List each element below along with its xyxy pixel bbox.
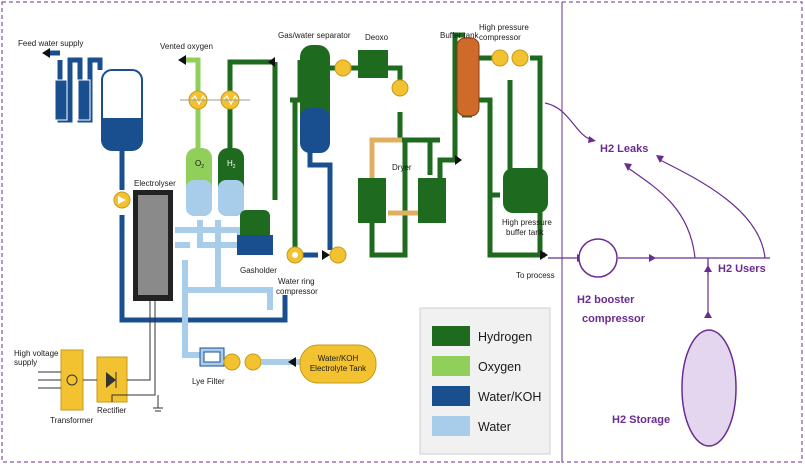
high-pressure-compressor-icon: [491, 49, 529, 67]
water-pipes: [175, 220, 273, 358]
oxygen-separator: [186, 148, 212, 216]
h2-booster-label-1: H2 booster: [577, 294, 635, 306]
o2-label: O2: [195, 159, 204, 170]
deoxo-unit: [358, 50, 388, 78]
lye-filter: [199, 347, 225, 367]
h2-users-label: H2 Users: [718, 263, 766, 275]
water-ring-compressor-icon: [286, 246, 304, 264]
h2-booster-compressor-icon: [578, 238, 618, 278]
lye-pump-icon: [223, 353, 262, 371]
legend-swatch-hydrogen: [432, 326, 470, 346]
deoxo-cooler-icon: [391, 79, 409, 97]
h2-label: H2: [227, 159, 236, 170]
gasholder-label: Gasholder: [240, 266, 277, 275]
h2-storage-vessel: [681, 329, 737, 447]
high-pressure-buffer-tank: [503, 168, 548, 213]
legend: Hydrogen Oxygen Water/KOH Water: [419, 307, 551, 455]
legend-swatch-oxygen: [432, 356, 470, 376]
legend-swatch-water: [432, 416, 470, 436]
dryer-regeneration-pipe: [369, 137, 402, 178]
legend-swatch-water-koh: [432, 386, 470, 406]
gas-water-separator-label: Gas/water separator: [278, 31, 351, 40]
electrolyser: [133, 190, 173, 301]
hydrogen-separator: [218, 148, 244, 216]
hp-compressor-label-2: compressor: [479, 33, 521, 42]
legend-label-water: Water: [478, 420, 511, 434]
koh-electrolyte-tank: [299, 344, 377, 384]
h2-storage-label: H2 Storage: [612, 414, 670, 426]
feed-water-heat-exchangers: [54, 79, 91, 121]
oxygen-cooler-icon: [180, 90, 216, 110]
to-process-label: To process: [516, 271, 555, 280]
hv-supply-label-1: High voltage: [14, 349, 59, 358]
hydrogen-cooler-icon: [214, 90, 250, 110]
buffer-tank: [456, 37, 480, 117]
h2-leaks-label: H2 Leaks: [600, 143, 648, 155]
transformer-label: Transformer: [50, 416, 94, 425]
diagram-frame: [1, 1, 563, 463]
lye-filter-label: Lye Filter: [192, 377, 225, 386]
gas-water-separator: [300, 45, 330, 153]
separator-motor-icon: [334, 59, 352, 77]
hv-supply-label-2: supply: [14, 358, 37, 367]
gasholder: [237, 210, 273, 255]
water-ring-motor-icon: [329, 246, 347, 264]
rectifier-label: Rectifier: [97, 406, 127, 415]
legend-label-oxygen: Oxygen: [478, 360, 521, 374]
electrical-wiring: [38, 300, 163, 412]
koh-tank-label-2: Electrolyte Tank: [310, 364, 367, 373]
hp-compressor-label-1: High pressure: [479, 23, 529, 32]
annotation-arrowheads: [577, 136, 712, 318]
hp-buffer-label-1: High pressure: [502, 218, 552, 227]
koh-tank-label-1: Water/KOH: [318, 354, 359, 363]
electrolyser-label: Electrolyser: [134, 179, 176, 188]
transformer: [60, 349, 84, 411]
deoxo-label: Deoxo: [365, 33, 389, 42]
feed-water-tank: [101, 69, 143, 151]
annotation-arrows: [544, 102, 770, 315]
h2-booster-label-2: compressor: [582, 313, 646, 325]
feed-water-label: Feed water supply: [18, 39, 83, 48]
dryer-label: Dryer: [392, 163, 412, 172]
oxygen-pipe: [185, 57, 201, 150]
annotation-frame: [561, 1, 803, 463]
legend-label-hydrogen: Hydrogen: [478, 330, 532, 344]
vented-oxygen-label: Vented oxygen: [160, 42, 213, 51]
feed-pump-icon: [113, 191, 131, 209]
buffer-tank-label: Buffer tank: [440, 31, 480, 40]
legend-label-water-koh: Water/KOH: [478, 390, 541, 404]
water-ring-label-2: compressor: [276, 287, 318, 296]
hp-buffer-label-2: buffer tank: [506, 228, 545, 237]
dryer: [358, 178, 446, 223]
water-ring-label-1: Water ring: [278, 277, 315, 286]
